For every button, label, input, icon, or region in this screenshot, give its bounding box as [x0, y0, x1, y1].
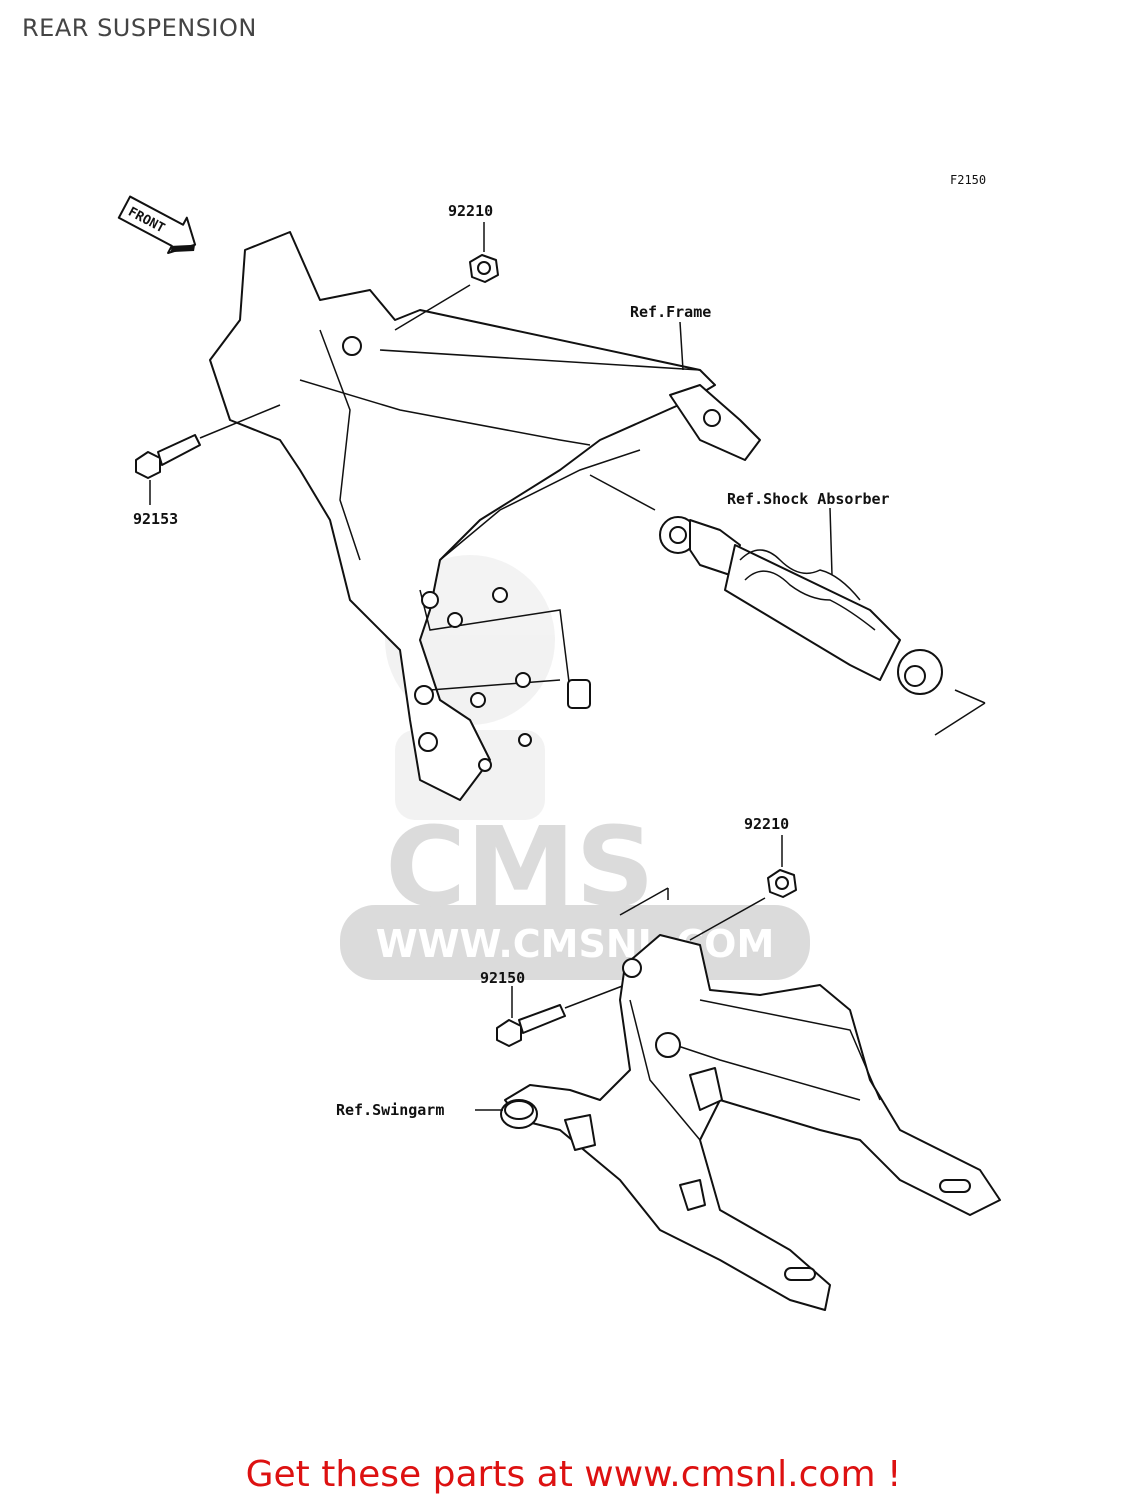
callout-92150: 92150 — [480, 969, 525, 987]
bolt-92153[interactable] — [135, 404, 281, 505]
ref-frame-leader — [679, 321, 684, 371]
ref-swingarm-label: Ref.Swingarm — [336, 1101, 444, 1119]
parts-diagram: CMS WWW.CMSNL.COM F2150 FRONT — [117, 173, 1001, 1311]
watermark-logo: CMS — [385, 803, 654, 931]
footer-link[interactable]: Get these parts at www.cmsnl.com ! — [245, 1454, 902, 1495]
ref-frame-label: Ref.Frame — [630, 303, 711, 321]
callout-92153: 92153 — [133, 510, 178, 528]
callout-92210-top: 92210 — [448, 202, 493, 220]
figure-code: F2150 — [950, 173, 986, 187]
nut-92210-bottom[interactable] — [689, 835, 797, 941]
watermark-url: WWW.CMSNL.COM — [376, 922, 775, 966]
bolt-92150[interactable] — [496, 984, 626, 1047]
ref-shock-leader — [829, 507, 833, 576]
shock-absorber-drawing — [659, 516, 986, 736]
frame-drawing — [209, 231, 761, 801]
swingarm-drawing — [500, 934, 1001, 1311]
nut-92210-top[interactable] — [394, 222, 499, 331]
page-title: REAR SUSPENSION — [22, 14, 257, 42]
shock-link-line — [619, 887, 669, 916]
callout-92210-bottom: 92210 — [744, 815, 789, 833]
front-arrow-icon: FRONT — [117, 195, 197, 254]
ref-shock-label: Ref.Shock Absorber — [727, 490, 890, 508]
